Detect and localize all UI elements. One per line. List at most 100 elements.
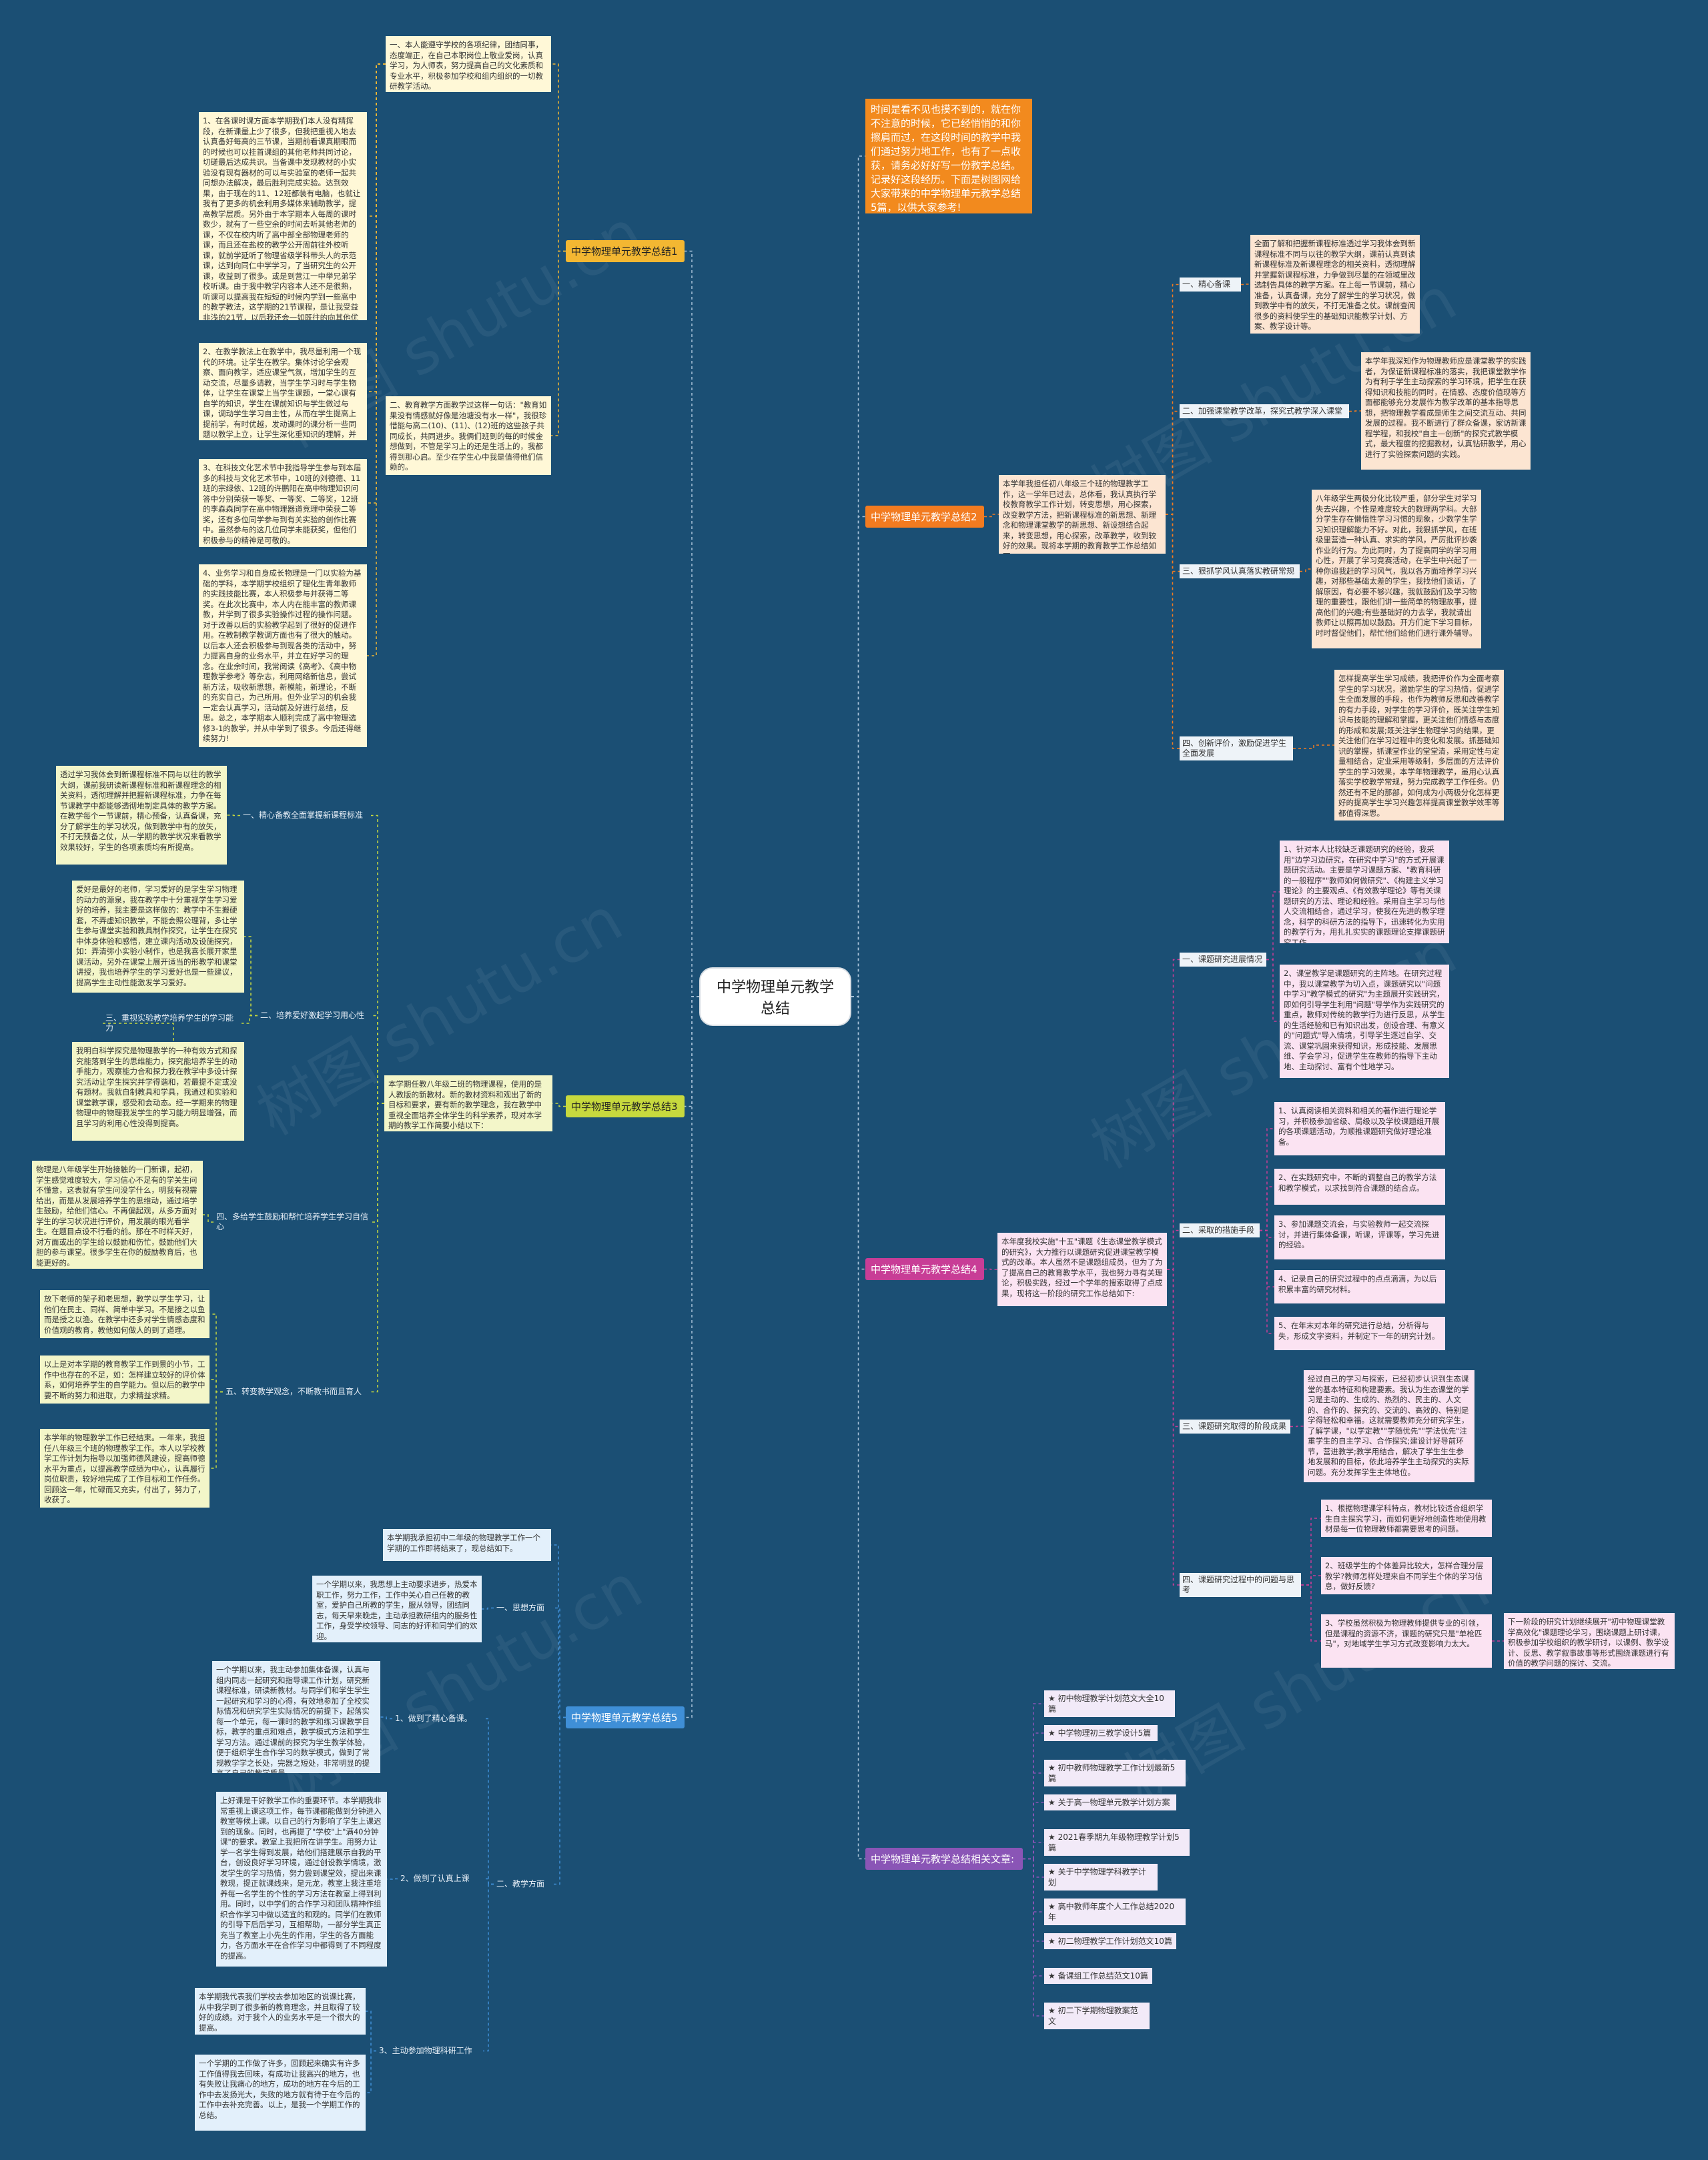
connector-line xyxy=(1023,1842,1044,1860)
subtopic[interactable]: 一、精心备教全面掌握新课程标准 xyxy=(243,811,364,820)
connector-line xyxy=(209,1313,223,1393)
leaf-text: 物理是八年级学生开始接触的一门新课，起初，学生感觉难度较大，学习信心不足有的学关… xyxy=(32,1161,203,1269)
leaf-text: 下一阶段的研究计划继续展开"初中物理课堂教学高效化"课题理论学习，围绕课题上研讨… xyxy=(1504,1613,1675,1669)
subtopic[interactable]: 五、转变教学观念，不断教书而且育人 xyxy=(226,1387,362,1396)
subtopic[interactable]: 四、创新评价，激励促进学生全面发展 xyxy=(1180,736,1293,760)
leaf-text: 1、根据物理课学科特点，教材比较适合组织学生自主探究学习，而如何更好地创造性地使… xyxy=(1321,1500,1492,1537)
leaf-text: 一个学期以来，我主动参加集体备课，认真与组内同志一起研究和指导课工作计划，研究新… xyxy=(212,1661,380,1773)
related-article-link[interactable]: ★ 初中教师物理教学工作计划最新5篇 xyxy=(1044,1760,1186,1786)
connector-line xyxy=(1260,1229,1274,1238)
branch-summary-2[interactable]: 中学物理单元教学总结2 xyxy=(865,506,984,528)
related-article-link[interactable]: ★ 初中物理教学计划范文大全10篇 xyxy=(1044,1690,1175,1717)
connector-line xyxy=(371,1103,384,1223)
connector-line xyxy=(1260,1229,1274,1287)
subtopic[interactable]: 四、多给学生鼓励和帮忙培养学生学习自信心 xyxy=(216,1212,369,1231)
subtopic[interactable]: 1、做到了精心备课。 xyxy=(395,1714,472,1723)
subtopic[interactable]: 一、精心备课 xyxy=(1180,278,1241,292)
connector-line xyxy=(366,2011,376,2052)
leaf-text: 3、在科技文化艺术节中我指导学生参与到本届多的科技与文化艺术节中，10班的刘德德… xyxy=(199,459,367,547)
connector-line xyxy=(244,936,258,1017)
branch-summary-3[interactable]: 中学物理单元教学总结3 xyxy=(566,1095,685,1117)
subtopic[interactable]: 3、主动参加物理科研工作 xyxy=(379,2046,472,2055)
connector-line xyxy=(483,1878,494,1885)
connector-line xyxy=(1023,1858,1044,1977)
connector-line xyxy=(685,250,699,997)
leaf-text: 爱好是最好的老师，学习爱好的是学生学习物理的动力的源泉，我在教学中十分重视学生学… xyxy=(72,881,244,993)
connector-line xyxy=(1293,744,1334,749)
connector-line xyxy=(227,815,240,817)
subtopic[interactable]: 二、培养爱好激起学习用心性 xyxy=(260,1011,365,1020)
connector-line xyxy=(1167,1269,1180,1428)
leaf-text: 4、记录自己的研究过程中的点点滴滴，为以后积累丰富的研究材料。 xyxy=(1274,1270,1445,1303)
related-article-link[interactable]: ★ 2021春季期九年级物理教学计划5篇 xyxy=(1044,1829,1190,1856)
connector-line xyxy=(483,1718,494,1885)
leaf-text: 2、课堂教学是课题研究的主阵地。在研究过程中，我以课堂教学为切入点，课题研究以"… xyxy=(1280,965,1449,1078)
leaf-text: 1、认真阅读相关资料和相关的著作进行理论学习，并积极参加省级、局级以及学校课题组… xyxy=(1274,1102,1445,1155)
related-article-link[interactable]: ★ 初二下学期物理教案范文 xyxy=(1044,2003,1150,2029)
branch-related-articles[interactable]: 中学物理单元教学总结相关文章: xyxy=(865,1848,1023,1870)
connector-line xyxy=(1166,514,1180,572)
root-topic[interactable]: 中学物理单元教学总结 xyxy=(699,967,851,1026)
subtopic[interactable]: 四、课题研究过程中的问题与思考 xyxy=(1180,1573,1301,1597)
related-article-link[interactable]: ★ 高中教师年度个人工作总结2020年 xyxy=(1044,1899,1186,1925)
connector-line xyxy=(1290,1426,1304,1428)
connector-line xyxy=(1349,410,1361,412)
connector-line xyxy=(203,1214,214,1223)
connector-line xyxy=(1241,284,1250,286)
subtopic[interactable]: 二、教学方面 xyxy=(496,1879,545,1888)
connector-line xyxy=(1260,1229,1274,1334)
leaf-text: 一个学期以来，我思想上主动要求进步，热爱本职工作，努力工作，工作中关心自己任教的… xyxy=(312,1576,482,1642)
connector-line xyxy=(1301,1575,1321,1586)
leaf-text: 1、针对本人比较缺乏课题研究的经验，我采用"边学习边研究，在研究中学习"的方式开… xyxy=(1280,841,1449,943)
connector-line xyxy=(1023,1802,1044,1860)
branch-summary-5[interactable]: 中学物理单元教学总结5 xyxy=(566,1706,685,1728)
leaf-text: 怎样提高学生学习成绩，我把评价作为全面考察学生的学习状况，激励学生的学习热情，促… xyxy=(1334,670,1504,821)
leaf-text: 本学年我担任初八年级三个班的物理教学工作，这一学年已过去，总体看，我认真执行学校… xyxy=(999,475,1166,554)
subtopic[interactable]: 一、课题研究进展情况 xyxy=(1180,953,1266,967)
leaf-text: 5、在年末对本年的研究进行总结，分析得与失，形成文字资料，并制定下一年的研究计划… xyxy=(1274,1317,1445,1350)
connector-line xyxy=(209,1379,223,1393)
connector-line xyxy=(1167,1269,1180,1586)
leaf-text: 本学期我代表我们学校去参加地区的说课比赛，从中我学到了很多新的教育理念，并且取得… xyxy=(195,1988,366,2035)
leaf-text: 一、本人能遵守学校的各项纪律，团结同事，态度端正，在自己本职岗位上敬业爱岗，认真… xyxy=(386,36,551,92)
related-article-link[interactable]: ★ 备课组工作总结范文10篇 xyxy=(1044,1968,1152,1984)
connector-line xyxy=(1260,1186,1274,1231)
connector-line xyxy=(1301,1518,1321,1586)
subtopic[interactable]: 三、课题研究取得的阶段成果 xyxy=(1180,1420,1290,1434)
related-article-link[interactable]: ★ 关于中学物理学科教学计划 xyxy=(1044,1864,1158,1891)
connector-line xyxy=(984,1268,997,1270)
connector-line xyxy=(1266,891,1280,961)
connector-line xyxy=(851,155,865,997)
leaf-text: 二、教育教学方面教学过这样一句话："教育如果没有情感就好像是池塘没有水一样"，我… xyxy=(386,396,551,475)
leaf-text: 4、业务学习和自身成长物理是一门以实验为基础的学科，本学期学校组织了理化生青年教… xyxy=(199,564,367,747)
connector-line xyxy=(366,2050,376,2093)
connector-line xyxy=(1023,1732,1044,1860)
subtopic[interactable]: 一、思想方面 xyxy=(496,1603,545,1612)
subtopic[interactable]: 三、狠抓学风认真落实教研常规 xyxy=(1180,564,1300,578)
connector-line xyxy=(1166,514,1180,749)
connector-line xyxy=(387,1878,398,1880)
leaf-text: 八年级学生两极分化比较严重，部分学生对学习失去兴趣，个性是难度较大的数理两学科。… xyxy=(1312,490,1481,648)
connector-line xyxy=(1023,1858,1044,2017)
related-article-link[interactable]: ★ 关于高一物理单元教学计划方案 xyxy=(1044,1794,1176,1810)
connector-line xyxy=(367,63,386,504)
connector-line xyxy=(1023,1858,1044,1942)
subtopic[interactable]: 三、重视实验教学培养学生的学习能力 xyxy=(105,1013,234,1033)
connector-line xyxy=(367,63,386,217)
subtopic[interactable]: 2、做到了认真上课 xyxy=(400,1874,470,1883)
related-article-link[interactable]: ★ 中学物理初三教学设计5篇 xyxy=(1044,1725,1158,1741)
connector-line xyxy=(1260,1128,1274,1231)
leaf-text: 3、学校虽然积极为物理教师提供专业的引领，但是课程的资源不济，课题的研究只是"单… xyxy=(1321,1614,1492,1668)
subtopic[interactable]: 二、加强课堂教学改革，探究式教学深入课堂 xyxy=(1180,404,1349,418)
branch-summary-1[interactable]: 中学物理单元教学总结1 xyxy=(566,240,685,262)
leaf-text: 经过自己的学习与探索，已经初步认识到生态课堂的基本特征和构建要素。我认为生态课堂… xyxy=(1304,1370,1474,1482)
leaf-text: 本学年的物理教学工作已经结束。一年来，我担任八年级三个班的物理教学工作。本人以学… xyxy=(40,1429,209,1508)
leaf-text: 2、在教学教法上在教学中，我尽量利用一个现代的环境。让学生在教学。集体讨论学会观… xyxy=(199,343,367,440)
connector-line xyxy=(685,996,699,1718)
leaf-text: 上好课是干好教学工作的重要环节。本学期我非常重视上课这项工作，每节课都能做到分钟… xyxy=(216,1792,387,1967)
subtopic[interactable]: 二、采取的措施手段 xyxy=(1180,1223,1260,1237)
branch-summary-4[interactable]: 中学物理单元教学总结4 xyxy=(865,1258,984,1280)
leaf-text: 2、班级学生的个体差异比较大，怎样合理分层教学?教师怎样处理来自不同学生个体的学… xyxy=(1321,1557,1492,1594)
related-article-link[interactable]: ★ 初二物理教学工作计划范文10篇 xyxy=(1044,1933,1176,1949)
